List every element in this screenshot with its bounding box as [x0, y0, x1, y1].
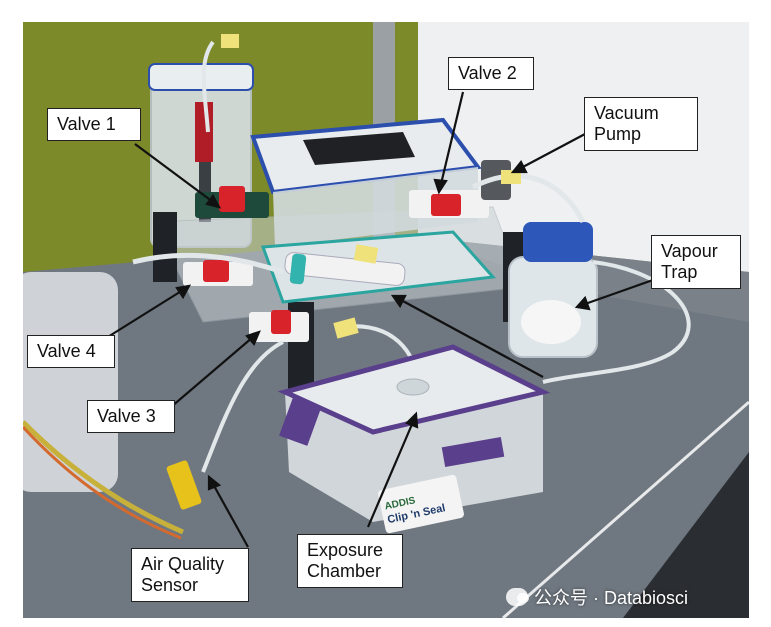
- callout-valve-1: Valve 1: [47, 108, 141, 141]
- tall-container-lid: [148, 63, 254, 91]
- jar-blue-cap: [523, 222, 593, 262]
- callout-air-quality-sensor: Air Quality Sensor: [131, 548, 249, 602]
- product-label: [378, 474, 464, 534]
- air-quality-sensor-unit: [166, 460, 202, 510]
- syringe: [284, 252, 406, 286]
- leader-arrows: [102, 91, 654, 548]
- inner-red-part: [195, 102, 213, 162]
- wechat-icon: [506, 588, 529, 606]
- left-tank: [23, 272, 118, 492]
- cotton-filter: [521, 300, 581, 344]
- photo-illustration: ADDIS Clip 'n Seal: [23, 22, 749, 618]
- tubing: [132, 252, 284, 275]
- callout-valve-4: Valve 4: [27, 335, 115, 368]
- callout-valve-2: Valve 2: [448, 57, 534, 90]
- sensor-cable: [23, 420, 184, 535]
- floor-shadow: [623, 452, 749, 618]
- callout-exposure-chamber: Exposure Chamber: [297, 534, 403, 588]
- callout-vacuum-pump: Vacuum Pump: [584, 97, 698, 151]
- tape-flag: [333, 317, 359, 339]
- desk-edge: [502, 400, 749, 618]
- callout-vapour-trap: Vapour Trap: [651, 235, 741, 289]
- watermark: 公众号 · Databiosci: [506, 584, 688, 610]
- watermark-text: 公众号 · Databiosci: [534, 588, 689, 608]
- callout-valve-3: Valve 3: [87, 400, 175, 433]
- black-pad: [303, 132, 415, 165]
